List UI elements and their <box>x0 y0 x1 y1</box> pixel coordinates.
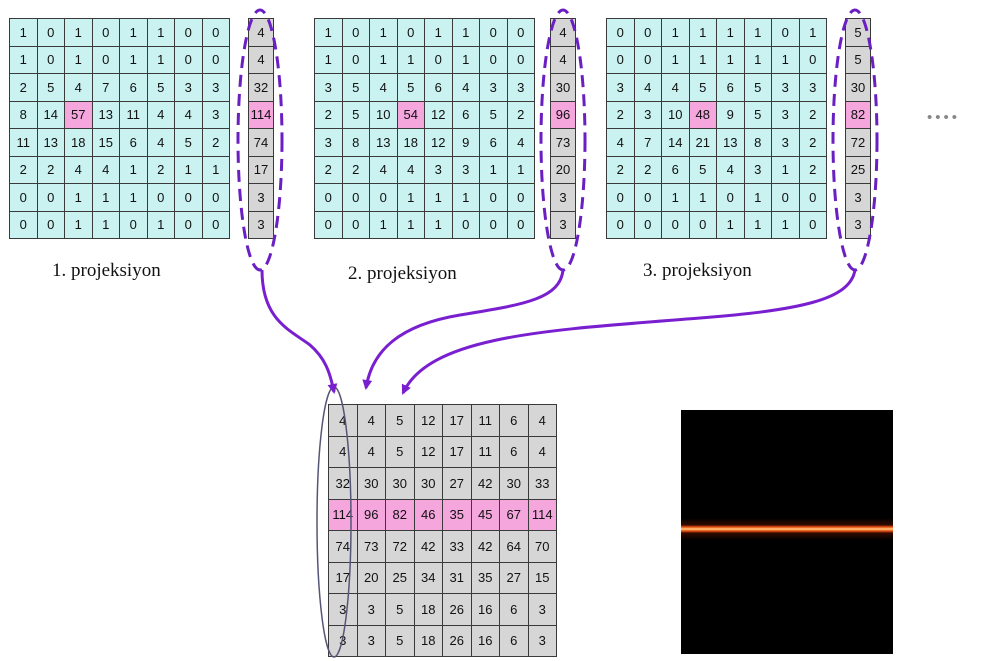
projection-2-arrow <box>366 270 563 388</box>
projection-3-dashed-outline <box>833 10 877 270</box>
continuation-dots: •••• <box>927 109 960 126</box>
projection-2-dashed-outline <box>541 10 585 270</box>
sinogram-first-column-outline <box>317 387 351 657</box>
projection-1-dashed-outline <box>238 10 282 270</box>
projection-1-arrow <box>262 270 334 392</box>
projection-3-arrow <box>403 270 855 393</box>
